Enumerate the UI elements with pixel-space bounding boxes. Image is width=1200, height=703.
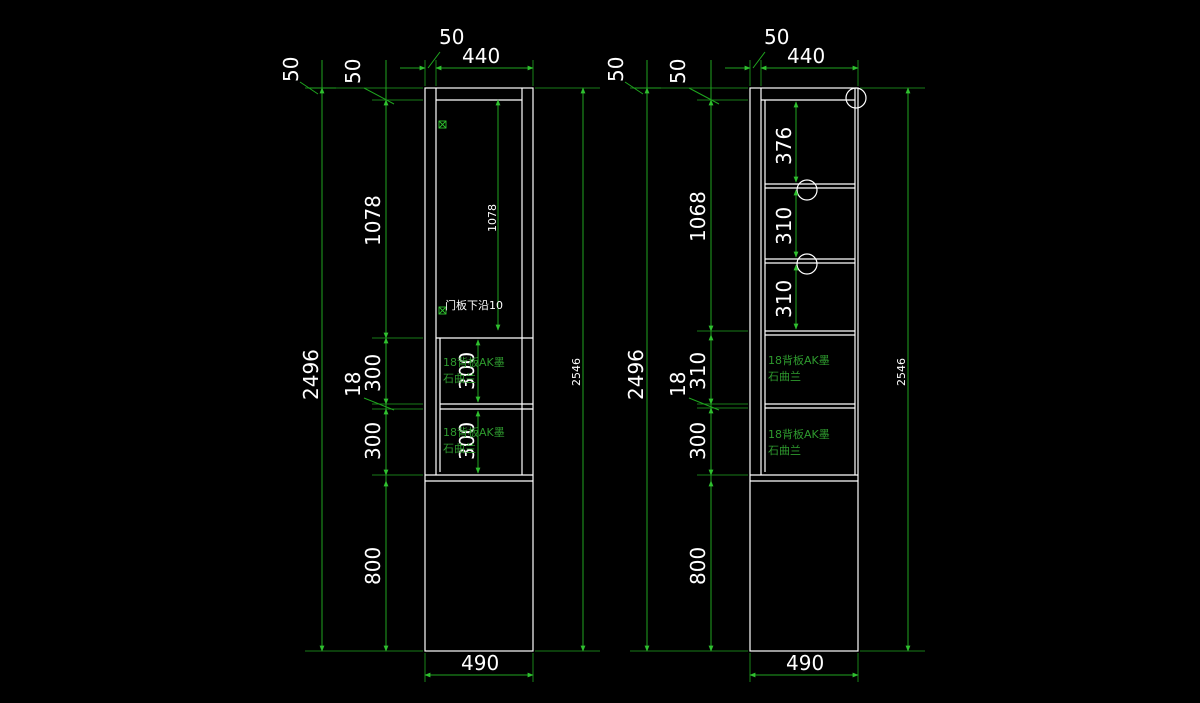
left-inner-shelf2-label: 300 bbox=[455, 422, 479, 460]
left-cabinet-outline bbox=[424, 87, 534, 652]
left-back-note-2a: 18背板AK墨 bbox=[443, 425, 505, 439]
right-seg-shelf2-label: 300 bbox=[686, 422, 710, 460]
left-cabinet-view: 50 440 2496 50 50 bbox=[279, 25, 600, 682]
right-segment-dimensions: 50 1068 310 18 300 800 bbox=[666, 59, 748, 652]
right-back-note-1b: 石曲兰 bbox=[768, 370, 801, 383]
right-seg-upper-label: 1068 bbox=[686, 191, 710, 242]
left-overall-height-label: 2546 bbox=[570, 358, 583, 386]
left-bottom-width-dimension: 490 bbox=[424, 651, 534, 682]
right-notes: 18背板AK墨 石曲兰 18背板AK墨 石曲兰 bbox=[768, 353, 830, 457]
left-seg-panel-label: 18 bbox=[341, 372, 365, 397]
right-side-thickness-label: 50 bbox=[764, 25, 789, 49]
left-segment-dimensions: 50 1078 300 18 300 800 bbox=[341, 59, 423, 652]
left-top-gap-outer-label: 50 bbox=[279, 57, 303, 82]
left-back-note-1a: 18背板AK墨 bbox=[443, 355, 505, 369]
left-inner-shelf1-label: 300 bbox=[455, 352, 479, 390]
right-back-note-2b: 石曲兰 bbox=[768, 444, 801, 457]
right-inner-width-label: 440 bbox=[787, 44, 825, 68]
right-hinge-circles bbox=[796, 87, 867, 275]
right-seg-panel-label: 18 bbox=[666, 372, 690, 397]
left-overall-height-dimension: 2546 bbox=[535, 87, 600, 652]
right-overall-height-dimension: 2546 bbox=[860, 87, 925, 652]
right-total-height-dimension: 2496 50 bbox=[604, 57, 748, 652]
right-top-gap-outer-label: 50 bbox=[604, 57, 628, 82]
left-side-thickness-label: 50 bbox=[439, 25, 464, 49]
right-top-dimensions: 50 440 bbox=[725, 25, 859, 86]
right-bottom-width-dimension: 490 bbox=[749, 651, 859, 682]
left-back-note-1b: 石曲兰 bbox=[443, 372, 476, 385]
right-inner-b-label: 310 bbox=[772, 207, 796, 245]
left-inner-dimensions: 1078 300 300 bbox=[455, 99, 501, 474]
right-cabinet-outline bbox=[749, 87, 859, 652]
left-seg-shelf2-label: 300 bbox=[361, 422, 385, 460]
right-seg-base-label: 800 bbox=[686, 547, 710, 585]
right-bottom-width-label: 490 bbox=[786, 651, 824, 675]
right-cabinet-view: 50 440 2496 50 50 1068 bbox=[604, 25, 925, 682]
left-total-height-dimension: 2496 50 bbox=[279, 57, 423, 652]
left-bottom-width-label: 490 bbox=[461, 651, 499, 675]
left-seg-upper-label: 1078 bbox=[361, 195, 385, 246]
right-back-note-2a: 18背板AK墨 bbox=[768, 427, 830, 441]
right-inner-a-label: 376 bbox=[772, 127, 796, 165]
right-total-height-label: 2496 bbox=[624, 349, 648, 400]
left-door-note: 门板下沿10 bbox=[445, 298, 503, 312]
left-top-gap-inner-label: 50 bbox=[341, 59, 365, 84]
left-top-dimensions: 50 440 bbox=[400, 25, 534, 86]
left-total-height-label: 2496 bbox=[299, 349, 323, 400]
left-seg-base-label: 800 bbox=[361, 547, 385, 585]
left-seg-shelf1-label: 300 bbox=[361, 354, 385, 392]
left-inner-width-label: 440 bbox=[462, 44, 500, 68]
right-inner-dimensions: 376 310 310 bbox=[772, 101, 799, 330]
right-overall-height-label: 2546 bbox=[895, 358, 908, 386]
left-inner-upper-label: 1078 bbox=[486, 204, 499, 232]
right-back-note-1a: 18背板AK墨 bbox=[768, 353, 830, 367]
left-notes: 门板下沿10 18背板AK墨 石曲兰 18背板AK墨 石曲兰 bbox=[443, 298, 505, 455]
right-inner-c-label: 310 bbox=[772, 280, 796, 318]
right-top-gap-inner-label: 50 bbox=[666, 59, 690, 84]
left-hinge-marks bbox=[438, 120, 447, 315]
left-back-note-2b: 石曲兰 bbox=[443, 442, 476, 455]
right-seg-shelf1-label: 310 bbox=[686, 352, 710, 390]
